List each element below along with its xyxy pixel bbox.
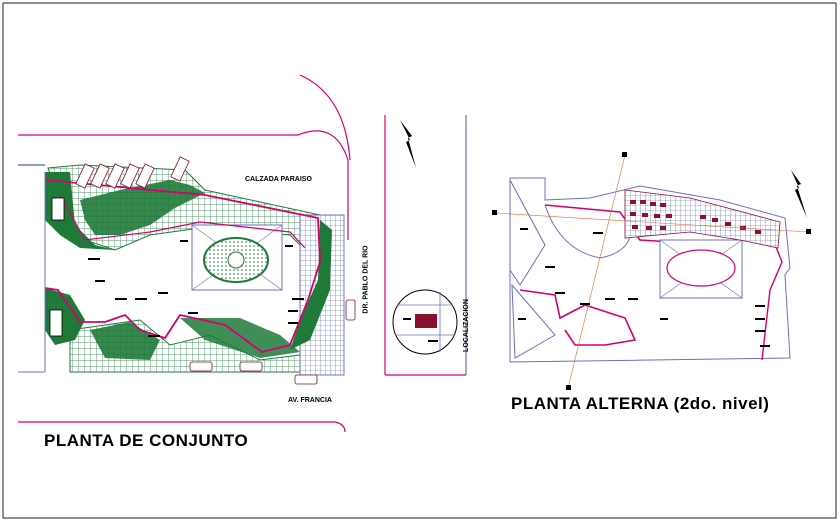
inner-walkway	[59, 194, 306, 249]
section-line-1	[567, 154, 626, 389]
section-line-2	[494, 212, 809, 233]
alterna-annotation-marks	[518, 228, 770, 347]
section-marker-right	[806, 229, 811, 234]
north-arrow-icon	[400, 120, 416, 168]
parking-bottom	[189, 299, 356, 385]
site-plan-conjunto	[18, 74, 356, 433]
street-label-south: AV. FRANCIA	[288, 397, 332, 404]
location-map	[392, 289, 458, 355]
site-plan-alterna	[492, 152, 811, 390]
green-area-north	[80, 180, 205, 235]
section-marker-left	[492, 210, 497, 215]
section-marker-bottom	[566, 385, 571, 390]
street-label-north: CALZADA PARAISO	[245, 176, 312, 183]
green-area-east	[290, 220, 332, 350]
parking-top	[75, 156, 190, 189]
alterna-round-garden	[666, 249, 736, 287]
site-location-block	[415, 314, 437, 328]
alterna-walkway-east	[761, 231, 783, 361]
alterna-west-court	[509, 179, 546, 286]
structure-west-top	[51, 197, 65, 221]
road-lower	[18, 421, 346, 433]
location-map-label: LOCALIZACION	[462, 299, 470, 352]
alterna-walkway-bottom	[519, 289, 637, 346]
structure-west-bottom	[49, 309, 63, 337]
main-walkway	[44, 179, 321, 353]
fountain	[227, 251, 245, 269]
road-curve-top	[18, 130, 349, 240]
green-area-northwest	[45, 172, 115, 250]
road-curve-outer	[299, 74, 351, 161]
street-label-east: DR. PABLO DEL RIO	[362, 245, 370, 314]
green-area-southeast	[180, 318, 300, 358]
alterna-building-rooms	[630, 200, 761, 234]
title-planta-conjunto: PLANTA DE CONJUNTO	[44, 431, 249, 450]
section-marker-top	[622, 152, 627, 157]
north-arrow-icon	[791, 170, 807, 218]
alterna-sw-court	[511, 283, 556, 359]
alterna-curved-court	[544, 204, 632, 259]
annotation-marks	[88, 240, 304, 337]
title-planta-alterna: PLANTA ALTERNA (2do. nivel)	[511, 394, 770, 413]
alterna-boundary	[509, 177, 791, 363]
